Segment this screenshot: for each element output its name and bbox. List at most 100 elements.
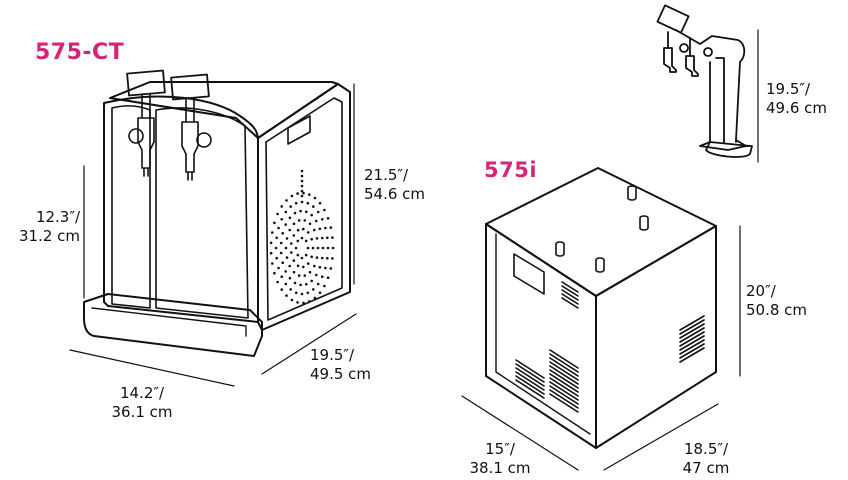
vent-dot bbox=[331, 257, 334, 260]
undercounter-unit-575i bbox=[485, 167, 717, 449]
vent-dot bbox=[304, 239, 308, 243]
grille-line bbox=[679, 335, 705, 351]
vent-dot bbox=[274, 246, 278, 250]
vent-dot bbox=[275, 256, 279, 260]
grille-line bbox=[515, 375, 545, 395]
grille-line bbox=[679, 347, 705, 363]
i-depth-label: 18.5″/ 47 cm bbox=[666, 440, 746, 478]
vent-dot bbox=[292, 270, 296, 274]
ct-side-height-label: 12.3″/ 31.2 cm bbox=[0, 208, 80, 246]
vent-dot bbox=[275, 236, 279, 240]
vent-dot bbox=[306, 262, 310, 265]
grille-line bbox=[561, 285, 579, 297]
vent-dot bbox=[308, 300, 311, 303]
vent-dot bbox=[308, 193, 311, 196]
vent-dot bbox=[289, 288, 293, 291]
vent-dot bbox=[321, 275, 324, 279]
vent-dot bbox=[302, 301, 305, 305]
vent-dot bbox=[285, 199, 288, 202]
vent-dot bbox=[300, 189, 304, 193]
vent-dot bbox=[296, 253, 300, 257]
vent-dot bbox=[310, 279, 314, 283]
vent-dot bbox=[271, 262, 274, 265]
i-height-label: 20″/ 50.8 cm bbox=[746, 282, 807, 320]
title-575i-suffix: i bbox=[529, 158, 538, 182]
vent-dot bbox=[316, 282, 320, 286]
vent-dot bbox=[277, 226, 280, 230]
vent-dot bbox=[290, 194, 294, 198]
vent-dot bbox=[306, 246, 310, 250]
vent-dot bbox=[306, 201, 310, 205]
vent-dot bbox=[326, 236, 329, 240]
vent-dot bbox=[300, 256, 304, 260]
tower-knob-left bbox=[679, 43, 689, 53]
dispense-tower bbox=[656, 4, 753, 158]
vent-dot bbox=[308, 222, 312, 226]
vent-dot bbox=[315, 219, 318, 223]
vent-dot bbox=[312, 205, 315, 208]
grille-line bbox=[549, 365, 579, 385]
vent-dot bbox=[331, 246, 335, 250]
vent-dot bbox=[315, 256, 319, 259]
grille-line bbox=[549, 349, 579, 369]
vent-dot bbox=[299, 283, 302, 287]
ct-front-housing bbox=[103, 95, 259, 323]
grille-line bbox=[549, 385, 579, 405]
grille-line bbox=[679, 331, 705, 347]
vent-dot bbox=[300, 179, 304, 183]
vent-dot bbox=[292, 222, 296, 226]
tower-height-imperial: 19.5″/ bbox=[766, 80, 811, 98]
vent-dot bbox=[284, 210, 288, 214]
grille-line bbox=[679, 323, 705, 339]
i-top-fittings bbox=[555, 185, 649, 273]
vent-dot bbox=[279, 251, 283, 255]
vent-dot bbox=[302, 227, 305, 231]
vent-dot bbox=[323, 208, 326, 212]
vent-dot bbox=[296, 264, 300, 268]
vent-dot bbox=[273, 271, 276, 275]
countertop-unit-575ct bbox=[83, 69, 351, 357]
ct-height-metric: 54.6 cm bbox=[364, 185, 426, 203]
i-depth-line bbox=[603, 403, 719, 471]
vent-dot bbox=[310, 213, 314, 217]
i-width-line bbox=[461, 395, 579, 471]
tower-tap-left bbox=[663, 31, 677, 73]
vent-dot bbox=[290, 251, 293, 254]
ct-dimension-lines bbox=[69, 83, 357, 387]
ct-tap-body-right bbox=[181, 97, 199, 181]
vent-dot bbox=[308, 270, 312, 274]
grille-line bbox=[679, 315, 705, 331]
vent-dot bbox=[281, 232, 285, 235]
grille-line bbox=[515, 359, 545, 379]
vent-dot bbox=[269, 251, 273, 255]
vent-dot bbox=[320, 256, 324, 260]
title-575i-main: 575 bbox=[484, 158, 530, 182]
vent-dot bbox=[300, 169, 304, 173]
vent-dot bbox=[288, 264, 292, 268]
ct-tap-knob-right bbox=[196, 132, 212, 148]
vent-dot bbox=[280, 205, 284, 208]
i-display-window bbox=[513, 253, 545, 295]
grille-line bbox=[561, 297, 579, 309]
vent-dot bbox=[292, 234, 296, 237]
i-width-metric: 38.1 cm bbox=[469, 459, 531, 477]
grille-line bbox=[679, 327, 705, 343]
vent-dot bbox=[313, 228, 316, 232]
grille-line bbox=[549, 369, 579, 389]
vent-dot bbox=[280, 288, 284, 291]
ct-top bbox=[109, 81, 339, 139]
grille-line bbox=[561, 289, 579, 301]
ct-tap-body-left bbox=[137, 93, 155, 177]
vent-dot bbox=[294, 291, 298, 295]
vent-dot bbox=[293, 281, 297, 285]
ct-drip-tray bbox=[83, 293, 263, 357]
vent-dot bbox=[310, 237, 314, 241]
vent-dot bbox=[285, 256, 289, 259]
vent-dot bbox=[276, 280, 279, 284]
ct-height-imperial: 21.5″/ bbox=[364, 166, 409, 184]
vent-dot bbox=[318, 201, 322, 205]
ct-drip-tray-inner bbox=[91, 307, 247, 337]
vent-dot bbox=[326, 246, 330, 250]
grille-line bbox=[561, 293, 579, 305]
vent-dot bbox=[320, 236, 324, 240]
